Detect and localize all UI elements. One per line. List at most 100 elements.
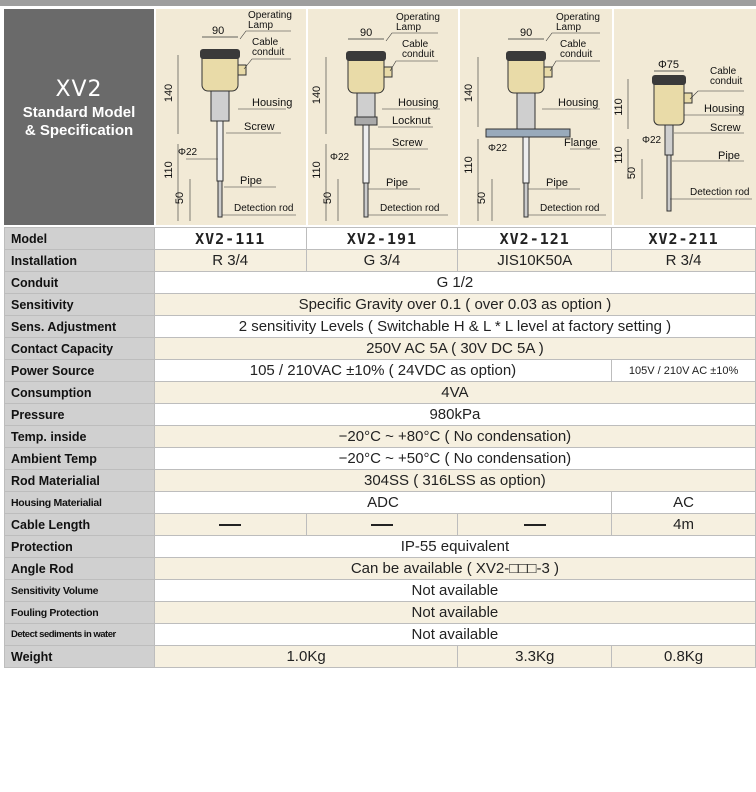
cell-value: 2 sensitivity Levels ( Switchable H & L … — [153, 315, 756, 338]
row-sensitivity-volume: Sensitivity Volume Not available — [4, 579, 756, 602]
spec-table: Model XV2-111 XV2-191 XV2-121 XV2-211 In… — [4, 227, 756, 668]
model-code: XV2-121 — [457, 227, 613, 250]
cell-value: −20°C ~ +80°C ( No condensation) — [153, 425, 756, 448]
cell-dash — [153, 513, 307, 536]
dim-height-50: 50 — [476, 191, 489, 205]
dim-height-110-b: 110 — [614, 146, 625, 164]
row-ambient-temp: Ambient Temp −20°C ~ +50°C ( No condensa… — [4, 447, 756, 470]
cell-value: 250V AC 5A ( 30V DC 5A ) — [153, 337, 756, 360]
dim-width: 90 — [520, 27, 533, 39]
dim-height-140: 140 — [311, 85, 324, 105]
row-angle-rod: Angle Rod Can be available ( XV2-□□□-3 ) — [4, 557, 756, 580]
row-pressure: Pressure 980kPa — [4, 403, 756, 426]
row-label: Fouling Protection — [4, 601, 155, 624]
title-cell: XV2 Standard Model & Specification — [4, 9, 154, 225]
cell-value: 4VA — [153, 381, 756, 404]
dim-height-110: 110 — [162, 161, 175, 179]
dim-height-50: 50 — [322, 191, 335, 205]
cell-value: 980kPa — [153, 403, 756, 426]
cell-value: 304SS ( 316LSS as option) — [153, 469, 756, 492]
row-label: Angle Rod — [4, 557, 155, 580]
dash-mark — [370, 524, 393, 527]
cell-value: Not available — [153, 601, 756, 624]
model-code: XV2-191 — [305, 227, 459, 250]
row-label: Power Source — [4, 359, 155, 382]
label-pipe: Pipe — [546, 177, 569, 189]
label-screw: Screw — [392, 137, 423, 149]
subtitle: Standard Model & Specification — [4, 104, 154, 140]
label-lamp: Operating Lamp — [396, 12, 440, 33]
dim-height-50: 50 — [174, 191, 187, 205]
dim-height-110-a: 110 — [614, 98, 625, 116]
row-label: Cable Length — [4, 513, 155, 536]
label-locknut: Locknut — [392, 115, 431, 127]
label-cable: Cable conduit — [252, 37, 285, 58]
row-label: Sensitivity Volume — [4, 579, 155, 602]
sensor-drawing — [627, 70, 752, 212]
subtitle-line-2: & Specification — [24, 122, 134, 139]
row-label: Rod Materialial — [4, 469, 155, 492]
label-rod: Detection rod — [380, 203, 440, 214]
row-model: Model XV2-111 XV2-191 XV2-121 XV2-211 — [4, 227, 756, 250]
row-contact-capacity: Contact Capacity 250V AC 5A ( 30V DC 5A … — [4, 337, 756, 360]
label-screw: Screw — [244, 121, 275, 133]
cell-value: 105 / 210VAC ±10% ( 24VDC as option) — [153, 359, 613, 382]
cell-value: R 3/4 — [153, 249, 307, 272]
sensor-drawing — [477, 32, 606, 221]
row-weight: Weight 1.0Kg 3.3Kg 0.8Kg — [4, 645, 756, 668]
row-conduit: Conduit G 1/2 — [4, 271, 756, 294]
cell-value: 3.3Kg — [457, 645, 613, 668]
sensor-drawing — [325, 32, 448, 221]
row-label: Sensitivity — [4, 293, 155, 316]
label-rod: Detection rod — [690, 187, 750, 198]
dim-diameter: Φ22 — [330, 152, 350, 163]
label-rod: Detection rod — [234, 203, 294, 214]
diagram-xv2-111: 90 140 110 50 Φ22 Operating Lamp Cable c… — [156, 9, 306, 225]
model-title: XV2 — [55, 77, 103, 102]
row-protection: Protection IP-55 equivalent — [4, 535, 756, 558]
row-label: Installation — [4, 249, 155, 272]
row-cable-length: Cable Length 4m — [4, 513, 756, 536]
cell-value: G 1/2 — [153, 271, 756, 294]
dim-diameter-top: Φ75 — [658, 59, 680, 71]
row-label: Temp. inside — [4, 425, 155, 448]
cell-value: IP-55 equivalent — [153, 535, 756, 558]
label-cable: Cable conduit — [710, 66, 743, 87]
top-bar — [0, 0, 756, 6]
dim-width: 90 — [360, 27, 373, 39]
cell-value: 4m — [611, 513, 756, 536]
cell-value: R 3/4 — [611, 249, 756, 272]
subtitle-line-1: Standard Model — [22, 104, 136, 121]
row-temp-inside: Temp. inside −20°C ~ +80°C ( No condensa… — [4, 425, 756, 448]
row-rod-material: Rod Materialial 304SS ( 316LSS as option… — [4, 469, 756, 492]
label-pipe: Pipe — [240, 175, 263, 187]
label-flange: Flange — [564, 137, 598, 149]
cell-value: AC — [611, 491, 756, 514]
model-code: XV2-111 — [153, 227, 307, 250]
row-label: Housing Materialial — [4, 491, 155, 514]
dash-mark — [523, 524, 546, 527]
row-installation: Installation R 3/4 G 3/4 JIS10K50A R 3/4 — [4, 249, 756, 272]
row-label: Contact Capacity — [4, 337, 155, 360]
row-fouling-protection: Fouling Protection Not available — [4, 601, 756, 624]
dim-height-110: 110 — [462, 156, 475, 174]
dim-height-140: 140 — [463, 83, 476, 103]
cell-value: Not available — [153, 579, 756, 602]
dash-mark — [219, 524, 242, 527]
row-label: Pressure — [4, 403, 155, 426]
model-code: XV2-211 — [611, 227, 756, 250]
dim-diameter: Φ22 — [488, 143, 508, 154]
row-label: Weight — [4, 645, 155, 668]
label-lamp: Operating Lamp — [556, 12, 600, 33]
row-label: Sens. Adjustment — [4, 315, 155, 338]
row-sensitivity: Sensitivity Specific Gravity over 0.1 ( … — [4, 293, 756, 316]
dim-height-140: 140 — [163, 83, 176, 103]
cell-value: ADC — [153, 491, 613, 514]
label-housing: Housing — [704, 103, 745, 115]
cell-value: JIS10K50A — [457, 249, 613, 272]
row-label: Protection — [4, 535, 155, 558]
label-cable: Cable conduit — [402, 39, 435, 60]
cell-value: 1.0Kg — [153, 645, 459, 668]
label-pipe: Pipe — [386, 177, 409, 189]
row-consumption: Consumption 4VA — [4, 381, 756, 404]
